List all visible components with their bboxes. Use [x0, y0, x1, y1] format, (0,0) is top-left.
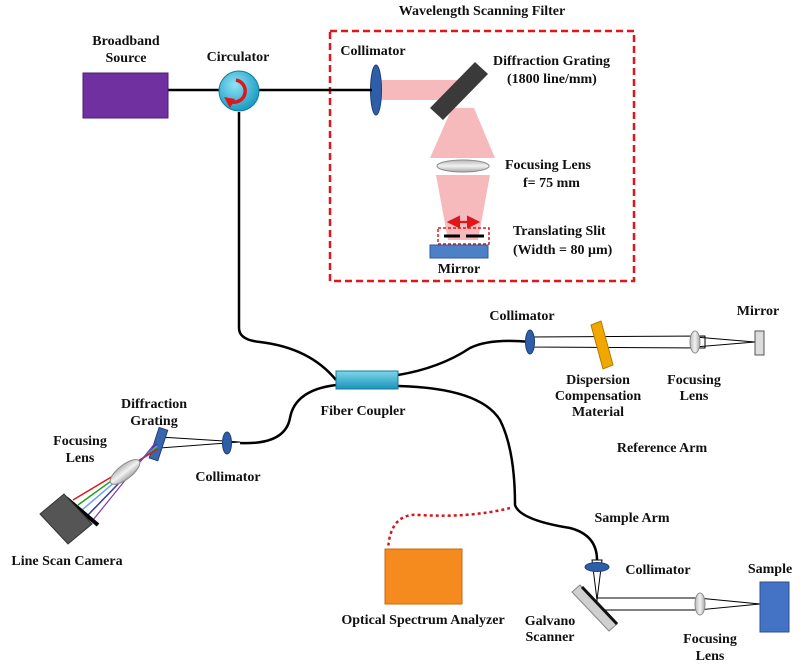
diffraction-grating-spec-label-1: Diffraction — [121, 397, 187, 412]
collimator-spec-label: Collimator — [195, 470, 260, 485]
reference-beam-outline-1 — [529, 335, 706, 349]
filter-title: Wavelength Scanning Filter — [399, 4, 565, 19]
galvano-scanner-icon — [571, 584, 618, 632]
dispersion-label-1: Dispersion — [566, 373, 630, 388]
focusing-lens-ref-label-2: Lens — [680, 389, 709, 404]
galvano-scanner-label-2: Scanner — [526, 630, 575, 645]
reference-arm-label: Reference Arm — [617, 441, 708, 456]
beam-grating-lens — [430, 108, 495, 158]
diffraction-grating-spec-icon — [148, 426, 169, 462]
mirror-filter-icon — [429, 244, 489, 259]
sample-icon — [759, 581, 790, 633]
optical-spectrum-analyzer-icon — [384, 548, 463, 605]
diffraction-grating-spec-label-2: Grating — [130, 414, 177, 429]
dispersion-label-2: Compensation — [555, 389, 642, 404]
sample-label: Sample — [748, 562, 792, 577]
fiber-coupler-reference — [397, 339, 531, 377]
collimator-filter-icon — [370, 64, 382, 116]
dispersion-label-3: Material — [572, 405, 624, 420]
collimator-filter-label: Collimator — [340, 44, 405, 59]
line-scan-camera-label: Line Scan Camera — [11, 554, 122, 569]
line-scan-camera-icon — [39, 493, 93, 545]
broadband-source-label-1: Broadband — [92, 34, 160, 49]
circulator-label: Circulator — [207, 50, 270, 65]
beam-collimator-grating — [376, 80, 461, 100]
galvano-scanner-label-1: Galvano — [525, 614, 576, 629]
fiber-sample-osa-dotted — [386, 506, 511, 551]
collimator-ref-label: Collimator — [489, 309, 554, 324]
fiber-circulator-coupler — [237, 112, 337, 381]
mirror-ref-label: Mirror — [737, 304, 780, 319]
sample-arm-label: Sample Arm — [594, 511, 669, 526]
focusing-lens-filter-label-2: f= 75 mm — [523, 176, 580, 191]
fiber-coupler-spectrometer — [239, 383, 337, 445]
focusing-lens-sample-label-1: Focusing — [683, 632, 737, 647]
circulator-arrow-icon — [231, 78, 247, 104]
diffraction-grating-filter-icon — [430, 62, 488, 120]
focusing-lens-sample-label-2: Lens — [696, 649, 725, 664]
mirror-ref-icon — [754, 330, 765, 356]
collimator-sample-icon — [584, 562, 610, 572]
focusing-lens-ref-label-1: Focusing — [667, 373, 721, 388]
beam-lens-mirror — [436, 175, 490, 240]
collimator-sample-label: Collimator — [625, 563, 690, 578]
translating-slit-label-1: Translating Slit — [513, 224, 606, 239]
sample-arm-beam-horizontal — [596, 597, 701, 611]
galvano-mirror-face — [580, 585, 619, 626]
focusing-lens-sample-icon — [694, 592, 706, 616]
focusing-lens-filter-icon — [436, 159, 490, 173]
dispersion-material-icon — [590, 320, 614, 370]
broadband-source-icon — [82, 72, 169, 119]
focusing-lens-spec-icon — [109, 459, 141, 485]
sample-arm-beam-focus — [697, 597, 761, 611]
diffraction-grating-filter-label-2: (1800 line/mm) — [507, 72, 597, 87]
broadband-source-label-2: Source — [106, 51, 147, 66]
fiber-coupler-sample — [397, 384, 599, 561]
focusing-lens-filter-label-1: Focusing Lens — [505, 158, 592, 173]
sample-arm-beam-vertical — [591, 559, 603, 601]
focusing-lens-spec-label-1: Focusing — [53, 434, 107, 449]
filter-dashed-border — [328, 29, 636, 283]
mirror-filter-label: Mirror — [438, 262, 481, 277]
collimator-spec-icon — [222, 431, 232, 455]
translating-slit-label-2: (Width = 80 μm) — [513, 243, 613, 258]
focusing-lens-spec-label-2: Lens — [66, 451, 95, 466]
focusing-lens-ref-icon — [689, 330, 701, 354]
fiber-coupler-icon — [335, 370, 399, 390]
diffraction-grating-filter-label-1: Diffraction Grating — [493, 54, 610, 69]
fiber-coupler-label: Fiber Coupler — [321, 404, 406, 419]
collimator-ref-icon — [525, 329, 535, 355]
circulator-icon — [218, 70, 260, 112]
circulator-arrowhead — [224, 97, 235, 108]
reference-beam-outline-2 — [694, 336, 756, 348]
optical-spectrum-analyzer-label: Optical Spectrum Analyzer — [341, 613, 504, 628]
